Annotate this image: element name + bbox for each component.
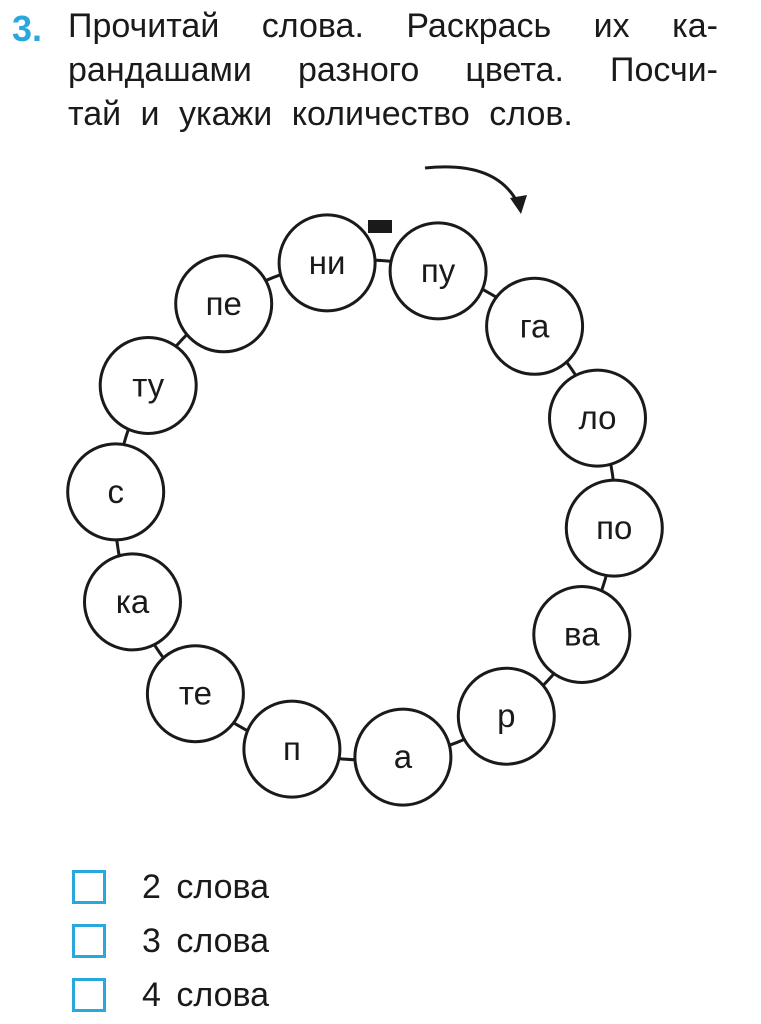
bead-circle[interactable] xyxy=(548,368,647,468)
answer-option[interactable]: 4 слова xyxy=(72,968,269,1022)
syllable-label: с xyxy=(107,473,124,510)
bead-circle[interactable] xyxy=(83,552,182,652)
syllable-bead[interactable]: те xyxy=(145,644,245,744)
syllable-bead[interactable]: по xyxy=(564,478,664,578)
syllable-label: пу xyxy=(421,252,456,289)
syllable-label: р xyxy=(497,697,515,734)
syllable-bead[interactable]: пу xyxy=(388,221,488,321)
bead-circle[interactable] xyxy=(388,221,488,321)
syllable-bead[interactable]: п xyxy=(242,699,342,799)
syllable-label: п xyxy=(283,730,301,767)
instruction-line-1: Прочитай слова. Раскрась их ка- xyxy=(68,4,718,48)
task-number: 3. xyxy=(12,8,43,49)
bead-circle[interactable] xyxy=(174,254,274,354)
answer-checkbox[interactable] xyxy=(72,978,106,1012)
answer-option[interactable]: 2 слова xyxy=(72,860,269,914)
bead-circle[interactable] xyxy=(456,666,556,766)
task-instruction: Прочитай слова. Раскрась их ка- рандашам… xyxy=(68,4,718,136)
instruction-word: их xyxy=(593,7,630,45)
syllable-bead[interactable]: га xyxy=(485,276,585,376)
instruction-word: Раскрась xyxy=(406,7,552,45)
instruction-word: и xyxy=(140,95,160,133)
bead-circle[interactable] xyxy=(145,644,245,744)
syllable-ring-diagram: пу га ло по ва р а п те ка с ту пе ни xyxy=(66,165,664,807)
instruction-word: Посчи- xyxy=(610,51,718,89)
instruction-word: ка- xyxy=(672,7,718,45)
syllable-label: а xyxy=(394,738,413,775)
instruction-word: слова. xyxy=(261,7,364,45)
curved-arrow-clockwise-icon xyxy=(424,165,527,214)
syllable-label: га xyxy=(520,307,550,344)
instruction-word: цвета. xyxy=(465,51,564,89)
bead-circle[interactable] xyxy=(353,707,453,807)
answer-label: 4 слова xyxy=(142,975,270,1014)
instruction-word: тай xyxy=(68,95,122,133)
answer-options: 2 слова 3 слова 4 слова xyxy=(72,860,269,1022)
instruction-word: укажи xyxy=(179,95,273,133)
bead-circle[interactable] xyxy=(66,442,166,542)
syllable-bead[interactable]: с xyxy=(66,442,166,542)
instruction-word: слов. xyxy=(489,95,573,133)
answer-option[interactable]: 3 слова xyxy=(72,914,269,968)
syllable-label: ва xyxy=(564,616,600,653)
syllable-bead[interactable]: ту xyxy=(98,336,198,435)
syllable-beads: пу га ло по ва р а п те ка с ту пе ни xyxy=(66,213,664,807)
clasp-marker-icon xyxy=(368,220,392,233)
bead-circle[interactable] xyxy=(277,213,377,313)
bead-circle[interactable] xyxy=(485,276,585,376)
syllable-bead[interactable]: пе xyxy=(174,254,274,354)
instruction-word: рандашами xyxy=(68,51,252,89)
instruction-word: Прочитай xyxy=(68,7,220,45)
syllable-bead[interactable]: ка xyxy=(83,552,182,652)
syllable-label: ло xyxy=(579,399,617,436)
syllable-label: ни xyxy=(309,244,346,281)
instruction-word: количество xyxy=(291,95,470,133)
bead-circle[interactable] xyxy=(98,336,198,435)
bead-circle[interactable] xyxy=(564,478,664,578)
instruction-line-2: рандашами разного цвета. Посчи- xyxy=(68,48,718,92)
syllable-label: ту xyxy=(132,367,164,404)
syllable-bead[interactable]: а xyxy=(353,707,453,807)
answer-checkbox[interactable] xyxy=(72,924,106,958)
answer-label: 2 слова xyxy=(142,867,270,906)
syllable-bead[interactable]: ло xyxy=(548,368,647,468)
instruction-line-3: тай и укажи количество слов. xyxy=(68,92,718,136)
syllable-label: ка xyxy=(116,583,150,620)
syllable-label: пе xyxy=(206,285,242,322)
syllable-label: те xyxy=(179,675,212,712)
answer-label: 3 слова xyxy=(142,921,270,960)
answer-checkbox[interactable] xyxy=(72,870,106,904)
syllable-bead[interactable]: ни xyxy=(277,213,377,313)
bead-circle[interactable] xyxy=(242,699,342,799)
instruction-word: разного xyxy=(298,51,420,89)
syllable-label: по xyxy=(596,509,632,546)
syllable-bead[interactable]: р xyxy=(456,666,556,766)
bead-circle[interactable] xyxy=(532,585,632,684)
syllable-bead[interactable]: ва xyxy=(532,585,632,684)
